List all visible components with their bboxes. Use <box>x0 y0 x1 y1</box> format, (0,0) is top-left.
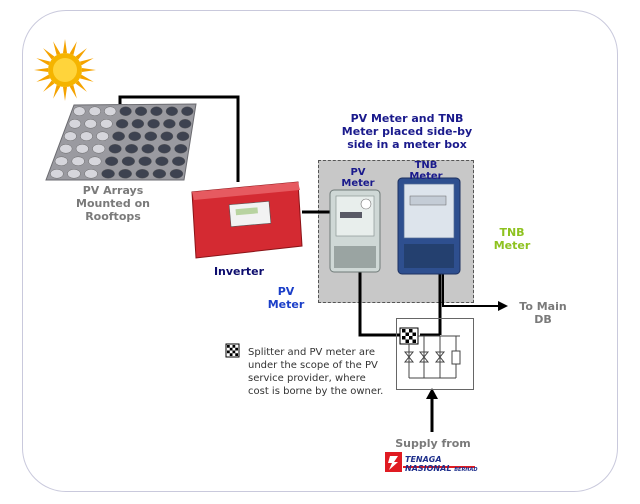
splitter-legend-icon <box>225 343 240 358</box>
splitter-icon <box>399 327 461 379</box>
tnb-logo-line2: NASIONAL <box>405 464 452 473</box>
pv-meter-icon <box>329 189 381 273</box>
pv-meter-inbox-label: PV Meter <box>341 167 375 189</box>
tnb-logo-line1: TENAGA <box>405 455 442 464</box>
solar-panel-icon <box>45 103 197 181</box>
diagram-title: PV Meter and TNB Meter placed side-by si… <box>341 112 473 151</box>
splitter-box <box>396 318 474 390</box>
tnb-meter-inbox-label: TNB Meter <box>409 160 443 182</box>
tnb-logo-suffix: BERHAD <box>454 467 478 473</box>
inverter-label: Inverter <box>213 265 265 278</box>
sun-icon <box>34 39 96 101</box>
diagram-frame <box>22 10 618 492</box>
pv-meter-label: PV Meter <box>267 285 305 311</box>
inverter-icon <box>191 181 303 259</box>
to-main-db-label: To Main DB <box>519 300 567 326</box>
to-main-db-arrow <box>442 270 508 311</box>
tnb-logo-icon <box>385 452 475 472</box>
tnb-logo-text: TENAGA NASIONAL BERHAD <box>405 455 478 475</box>
tnb-meter-icon <box>397 177 461 275</box>
supply-from-label: Supply from <box>395 437 471 450</box>
supply-arrowhead <box>426 388 438 399</box>
tnb-meter-label: TNB Meter <box>493 226 531 252</box>
scope-note: Splitter and PV meter are under the scop… <box>248 347 384 397</box>
wiring <box>118 95 442 432</box>
pv-arrays-label: PV Arrays Mounted on Rooftops <box>76 184 150 223</box>
